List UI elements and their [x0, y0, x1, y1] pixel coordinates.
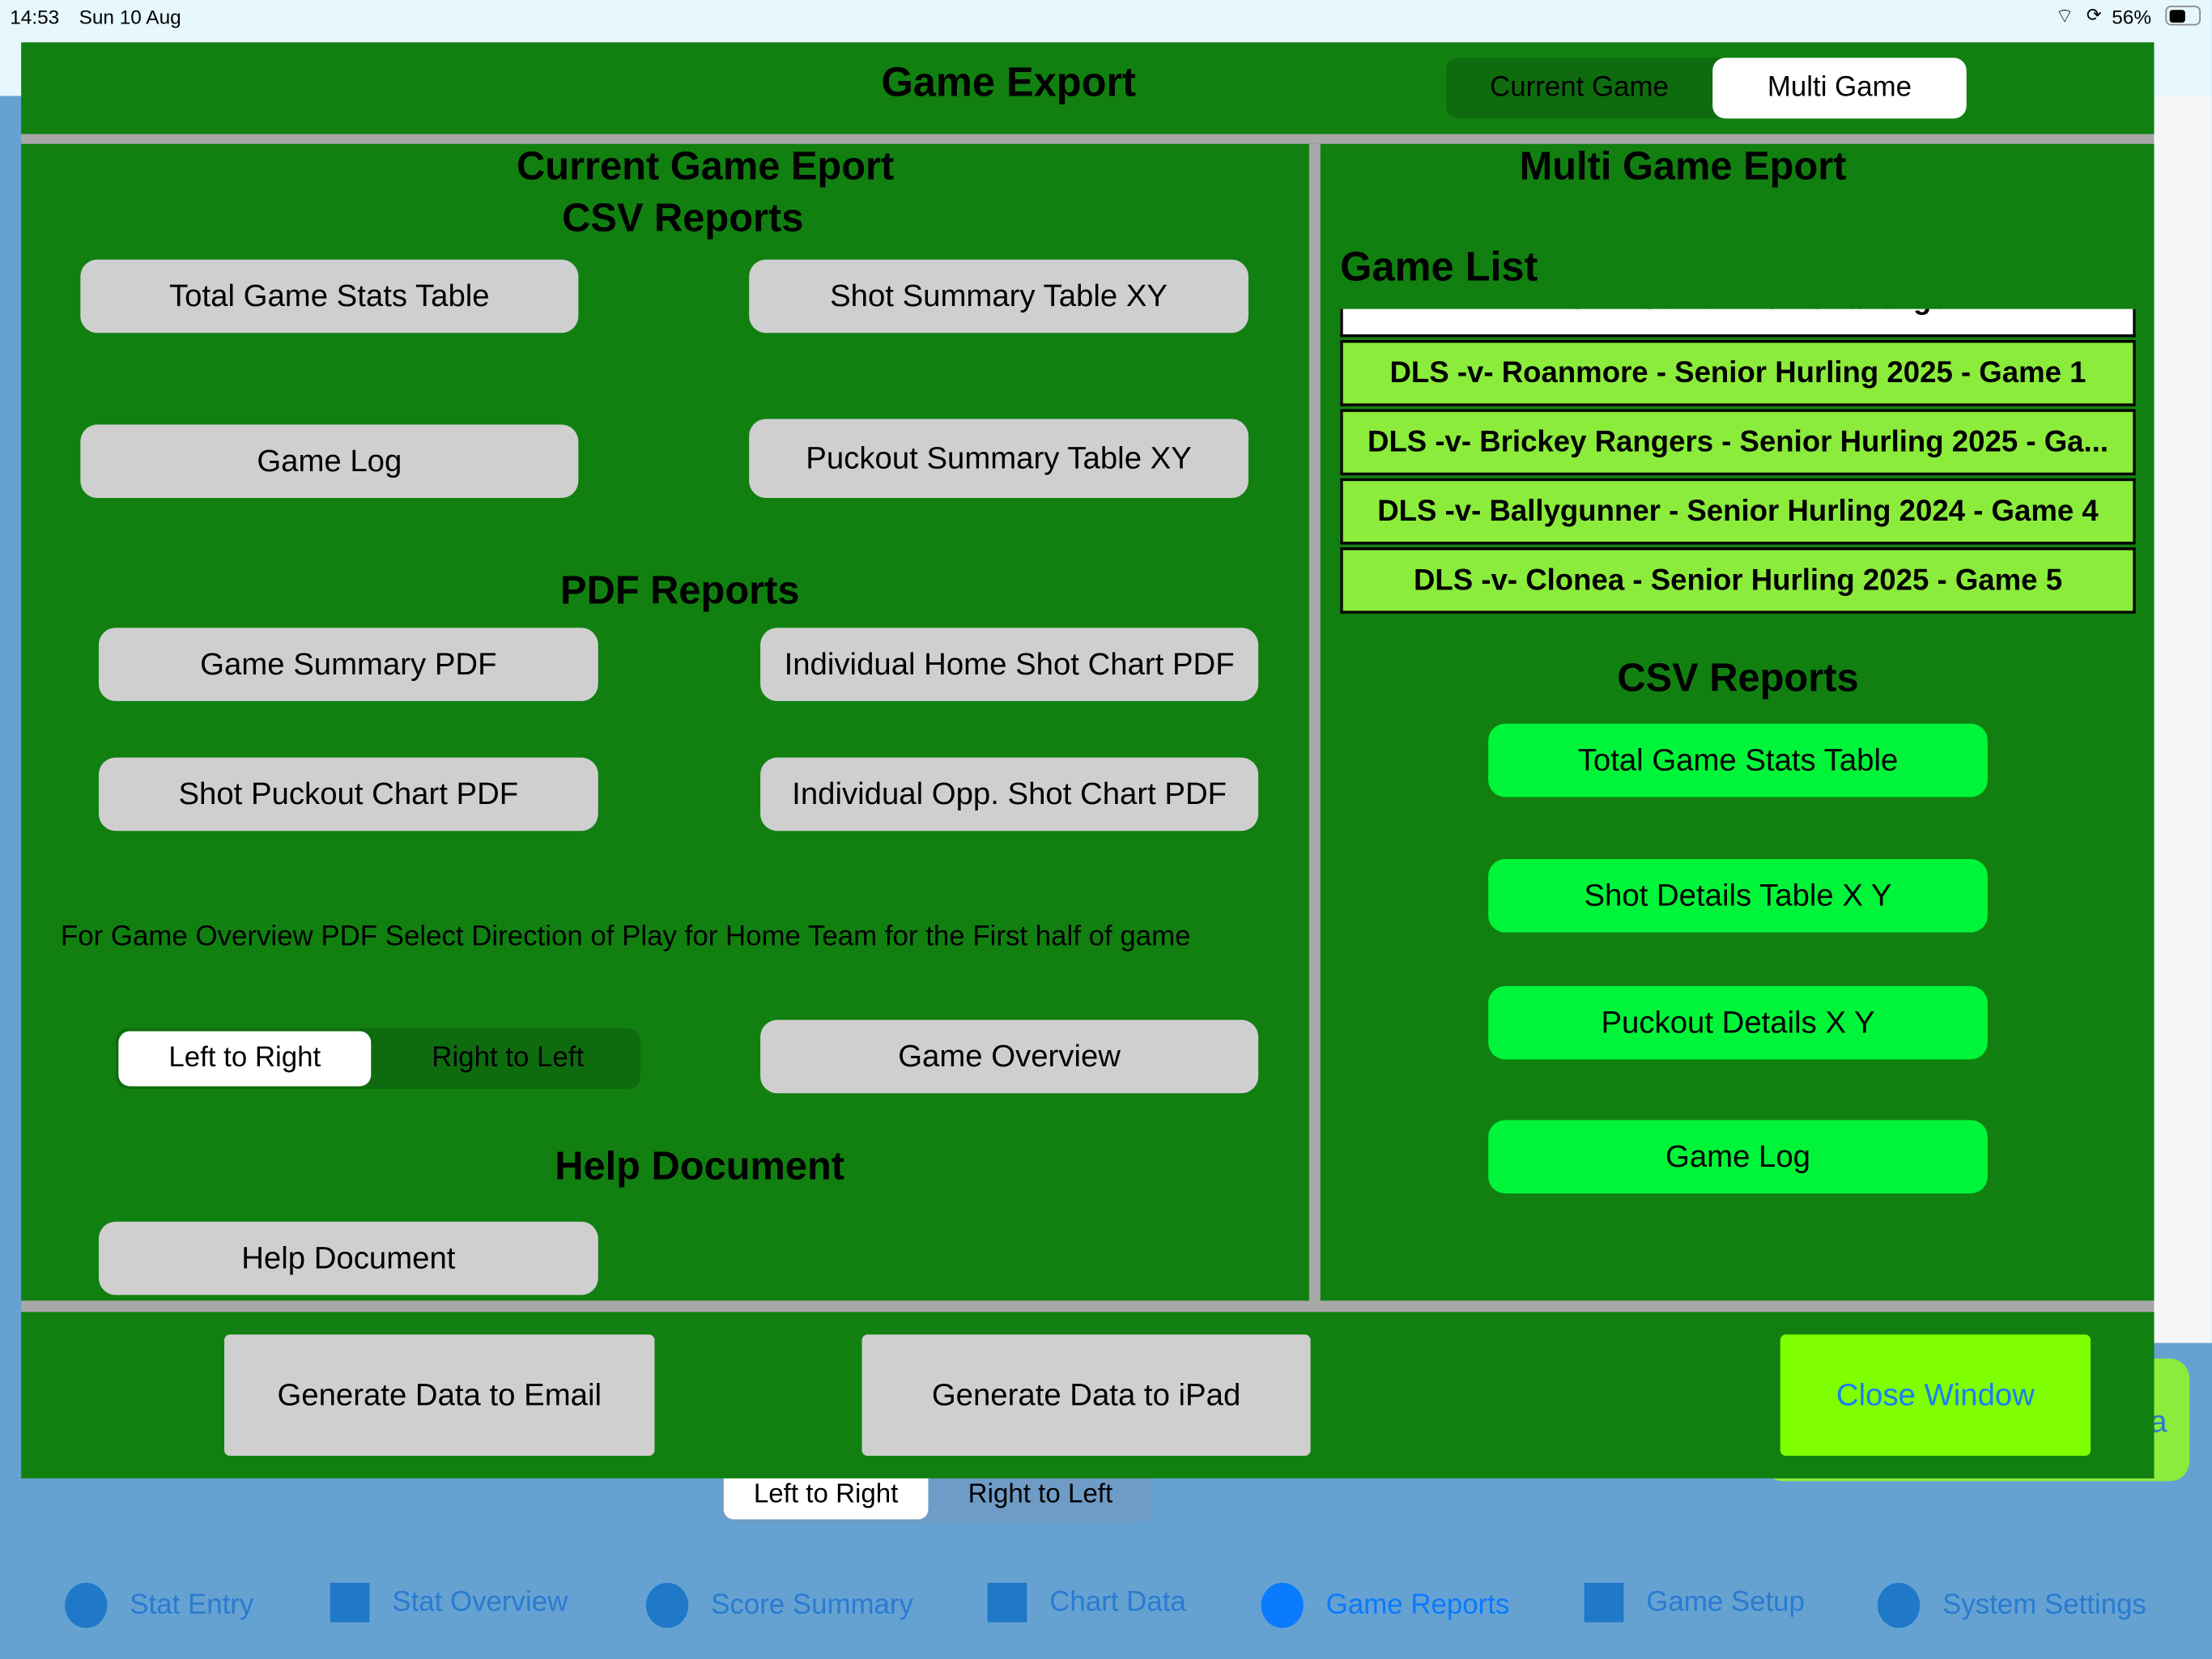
close-window-button[interactable]: Close Window — [1780, 1334, 2091, 1457]
segment-multi-game[interactable]: Multi Game — [1712, 57, 1967, 119]
generate-ipad-button[interactable]: Generate Data to iPad — [861, 1334, 1311, 1457]
direction-segment[interactable]: Left to Right Right to Left — [115, 1028, 641, 1090]
tab-score-summary[interactable]: Score Summary — [645, 1582, 913, 1628]
tab-chart-data[interactable]: Chart Data — [987, 1582, 1186, 1623]
total-game-stats-table-button[interactable]: Total Game Stats Table — [80, 259, 579, 334]
puckout-details-button[interactable]: Puckout Details X Y — [1488, 985, 1988, 1060]
pdf-reports-title: PDF Reports — [560, 568, 800, 613]
puckout-summary-table-button[interactable]: Puckout Summary Table XY — [749, 419, 1249, 499]
battery-icon — [2165, 5, 2201, 26]
header-divider — [21, 134, 2155, 144]
game-log-button[interactable]: Game Log — [80, 424, 579, 499]
segment-current-game[interactable]: Current Game — [1490, 71, 1669, 104]
game-list-item[interactable]: DLS -v- Ballygunner - Senior Hurling 202… — [1340, 478, 2136, 545]
tab-game-setup[interactable]: Game Setup — [1584, 1582, 1805, 1623]
shot-summary-table-button[interactable]: Shot Summary Table XY — [749, 259, 1249, 334]
help-document-title: Help Document — [555, 1144, 845, 1189]
game-setup-icon — [1584, 1582, 1624, 1623]
tab-stat-entry[interactable]: Stat Entry — [65, 1582, 254, 1628]
background-button-label: a — [2150, 1403, 2167, 1440]
shot-details-table-button[interactable]: Shot Details Table X Y — [1488, 859, 1988, 933]
csv-reports-title: CSV Reports — [562, 196, 804, 240]
status-date: Sun 10 Aug — [79, 5, 181, 28]
game-list-title: Game List — [1340, 245, 1538, 291]
tab-stat-overview[interactable]: Stat Overview — [330, 1582, 568, 1623]
rotation-lock-icon: ⟳ — [2086, 4, 2102, 26]
multi-csv-reports-title: CSV Reports — [1617, 656, 1859, 700]
stat-overview-icon — [330, 1582, 370, 1623]
system-settings-icon — [1878, 1582, 1921, 1628]
game-list-item[interactable]: DLS -v- St Mullins - Challenge — [1340, 308, 2136, 338]
generate-email-button[interactable]: Generate Data to Email — [224, 1334, 655, 1457]
export-mode-segment[interactable]: Current Game Multi Game — [1445, 57, 1967, 119]
tab-system-settings[interactable]: System Settings — [1878, 1582, 2146, 1628]
footer-divider — [21, 1300, 2155, 1312]
tab-label: Chart Data — [1049, 1586, 1186, 1618]
multi-game-log-button[interactable]: Game Log — [1488, 1120, 1988, 1193]
shot-puckout-chart-pdf-button[interactable]: Shot Puckout Chart PDF — [98, 757, 598, 832]
tab-label: Game Setup — [1646, 1586, 1805, 1618]
direction-prompt: For Game Overview PDF Select Direction o… — [60, 921, 1191, 953]
wifi-icon: ⌔ — [2055, 4, 2074, 28]
modal-title: Game Export — [881, 60, 1136, 106]
status-time: 14:53 — [10, 5, 60, 28]
background-right-to-left[interactable]: Right to Left — [968, 1478, 1113, 1509]
game-overview-button[interactable]: Game Overview — [760, 1019, 1259, 1094]
tab-label: System Settings — [1942, 1589, 2146, 1621]
game-list-item[interactable]: DLS -v- Brickey Rangers - Senior Hurling… — [1340, 409, 2136, 476]
game-summary-pdf-button[interactable]: Game Summary PDF — [98, 627, 598, 701]
tab-label: Stat Entry — [130, 1589, 254, 1621]
panel-divider — [1308, 143, 1321, 1304]
tab-label: Stat Overview — [392, 1586, 568, 1618]
tab-game-reports[interactable]: Game Reports — [1261, 1582, 1510, 1628]
tab-label: Score Summary — [711, 1589, 913, 1621]
game-list[interactable]: DLS -v- St Mullins - Challenge — [1340, 308, 2136, 617]
help-document-button[interactable]: Help Document — [98, 1221, 598, 1295]
background-right — [2154, 96, 2212, 1343]
current-game-export-title: Current Game Eport — [517, 143, 895, 188]
home-shot-chart-pdf-button[interactable]: Individual Home Shot Chart PDF — [760, 627, 1259, 701]
tab-label: Game Reports — [1325, 1589, 1510, 1621]
opp-shot-chart-pdf-button[interactable]: Individual Opp. Shot Chart PDF — [760, 757, 1259, 832]
status-bar: 14:53 Sun 10 Aug ⌔ ⟳ 56% — [0, 0, 2212, 34]
multi-total-game-stats-button[interactable]: Total Game Stats Table — [1488, 723, 1988, 798]
stat-entry-icon — [65, 1582, 108, 1628]
multi-game-export-title: Multi Game Eport — [1519, 143, 1847, 188]
score-summary-icon — [645, 1582, 689, 1628]
game-reports-icon — [1261, 1582, 1304, 1628]
right-to-left-option[interactable]: Right to Left — [432, 1042, 585, 1074]
left-to-right-option[interactable]: Left to Right — [118, 1031, 372, 1087]
chart-data-icon — [987, 1582, 1027, 1623]
battery-percent: 56% — [2112, 5, 2152, 28]
game-list-item[interactable]: DLS -v- Roanmore - Senior Hurling 2025 -… — [1340, 339, 2136, 406]
game-list-item[interactable]: DLS -v- Clonea - Senior Hurling 2025 - G… — [1340, 547, 2136, 614]
